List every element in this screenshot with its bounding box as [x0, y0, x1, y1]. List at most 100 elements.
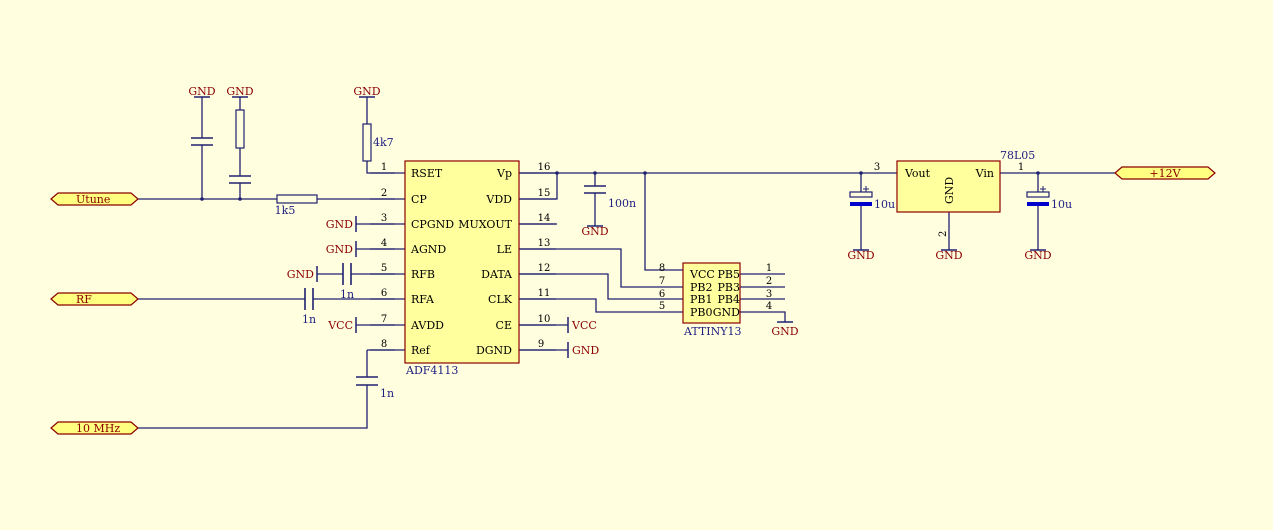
capacitor-ref-value: 1n: [380, 387, 394, 400]
pin-label: PB1: [690, 293, 712, 306]
pin-number: 14: [538, 213, 551, 224]
resistor-cp: [276, 194, 318, 204]
gnd-label: GND: [581, 225, 608, 238]
electrolytic-cap-out-value: 10u: [874, 198, 895, 211]
gnd-label: GND: [935, 249, 962, 262]
electrolytic-cap-out: [849, 186, 873, 206]
resistor-utune: [235, 109, 245, 149]
pin-number: 15: [538, 188, 551, 199]
capacitor-utune-a: [191, 137, 213, 146]
pin-label: CP: [411, 193, 427, 206]
gnd-label: GND: [572, 344, 599, 357]
pin-label: AVDD: [410, 319, 444, 332]
resistor-rset-value: 4k7: [373, 136, 394, 149]
pin-label: Vout: [904, 167, 931, 180]
chip-attiny13: 8 7 6 5 VCC PB2 PB1 PB0 PB5 PB3 PB4 GND …: [659, 262, 772, 338]
pin-label: Ref: [411, 344, 431, 357]
pin-number: 1: [1018, 162, 1024, 173]
pin-label: Vp: [496, 167, 512, 180]
capacitor-vp-value: 100n: [608, 197, 636, 210]
pin-label: RFA: [411, 293, 435, 306]
pin-label: MUXOUT: [458, 218, 512, 231]
pin-number: 11: [538, 288, 551, 299]
pin-label: PB2: [690, 281, 712, 294]
pin-number: 5: [659, 301, 665, 312]
port-12v-label: +12V: [1149, 167, 1181, 180]
pin-number: 5: [381, 263, 387, 274]
pin-label: PB5: [718, 268, 740, 281]
pin-label: Vin: [975, 167, 994, 180]
chip-78l05: Vout Vin GND 3 1 2 78L05: [874, 149, 1036, 237]
pin-label: GND: [713, 306, 740, 319]
chip-name: ADF4113: [405, 364, 458, 377]
capacitor-rfb: [342, 263, 352, 285]
pin-label: CPGND: [411, 218, 454, 231]
pin-label: RSET: [411, 167, 443, 180]
pin-label: GND: [943, 177, 956, 204]
port-12v: +12V: [1114, 166, 1216, 180]
gnd-label: GND: [226, 85, 253, 98]
electrolytic-cap-in: [1026, 186, 1050, 206]
pin-label: LE: [497, 243, 512, 256]
capacitor-utune-b: [229, 175, 251, 184]
pin-label: CE: [496, 319, 512, 332]
capacitor-ref: [356, 376, 378, 386]
gnd-label: GND: [1024, 249, 1051, 262]
resistor-rset: [362, 123, 372, 162]
pin-number: 6: [381, 288, 387, 299]
port-10mhz-label: 10 MHz: [76, 422, 120, 435]
gnd-label: GND: [326, 218, 353, 231]
port-utune-label: Utune: [76, 193, 110, 206]
vcc-label: VCC: [327, 319, 353, 332]
gnd-label: GND: [188, 85, 215, 98]
pin-number: 12: [538, 263, 551, 274]
wires: [138, 97, 1115, 429]
pin-number: 2: [766, 276, 772, 287]
pin-label: RFB: [411, 268, 435, 281]
pin-number: 13: [538, 238, 551, 249]
gnd-label: GND: [287, 268, 314, 281]
chip-name: ATTINY13: [683, 325, 741, 338]
pin-label: VCC: [689, 268, 715, 281]
pin-number: 4: [766, 301, 772, 312]
pin-label: AGND: [410, 243, 446, 256]
chip-adf4113: 1 2 3 4 5 6 7 8 RSET CP CPGND AGND RFB R…: [370, 160, 556, 377]
pin-number: 8: [381, 339, 387, 350]
pin-number: 4: [381, 238, 387, 249]
pin-number: 3: [874, 162, 880, 173]
pin-number: 7: [381, 314, 387, 325]
pin-number: 1: [381, 162, 387, 173]
vcc-label: VCC: [571, 319, 597, 332]
pin-label: VDD: [485, 193, 512, 206]
port-rf-label: RF: [76, 293, 92, 306]
chip-name: 78L05: [1000, 149, 1035, 162]
port-10mhz: 10 MHz: [50, 421, 139, 435]
pin-number: 8: [659, 263, 665, 274]
pin-number: 2: [381, 188, 387, 199]
pin-label: CLK: [488, 293, 513, 306]
gnd-label: GND: [353, 85, 380, 98]
pin-label: DATA: [481, 268, 513, 281]
pin-label: PB3: [718, 281, 740, 294]
pin-label: PB0: [690, 306, 712, 319]
pin-label: PB4: [718, 293, 740, 306]
gnd-label: GND: [326, 243, 353, 256]
electrolytic-cap-in-value: 10u: [1051, 198, 1072, 211]
pin-number: 7: [659, 276, 665, 287]
pin-number: 16: [538, 162, 551, 173]
pin-number: 2: [938, 231, 949, 237]
pin-number: 9: [538, 339, 544, 350]
pin-number: 3: [766, 289, 772, 300]
pin-number: 10: [538, 314, 551, 325]
capacitor-rfa-value: 1n: [302, 313, 316, 326]
gnd-label: GND: [771, 325, 798, 338]
resistor-cp-value: 1k5: [275, 204, 296, 217]
junctions: [200, 171, 1040, 201]
pin-number: 6: [659, 289, 665, 300]
capacitor-rfb-value: 1n: [340, 288, 354, 301]
gnd-symbols: [194, 96, 1046, 358]
port-rf: RF: [50, 292, 139, 306]
capacitor-rfa: [304, 288, 314, 310]
pin-number: 3: [381, 213, 387, 224]
pin-label: DGND: [476, 344, 512, 357]
